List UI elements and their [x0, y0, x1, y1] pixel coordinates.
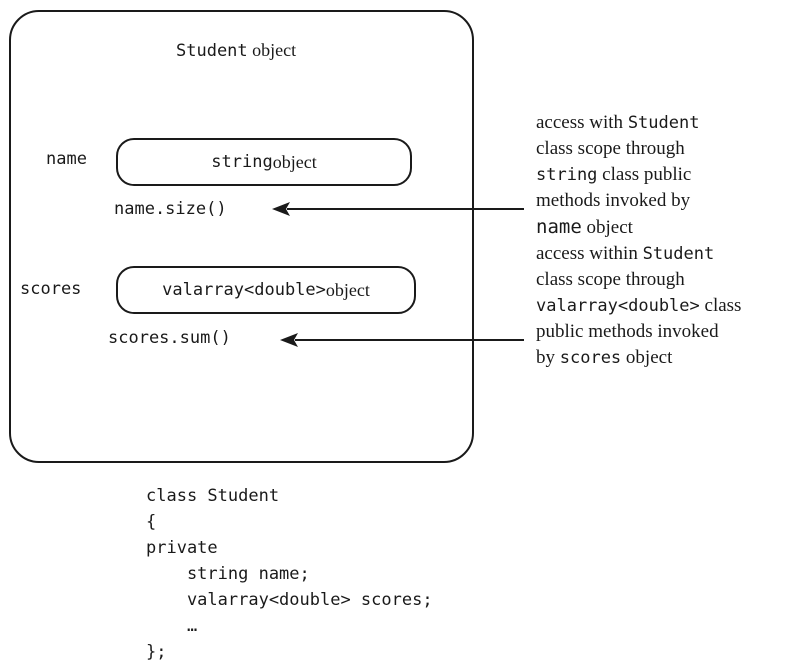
valarray-object-suffix: object: [325, 279, 370, 300]
name-access-arrow: [272, 202, 524, 216]
string-object-suffix: object: [272, 151, 317, 172]
student-object-box: [9, 10, 474, 463]
student-object-suffix: object: [247, 40, 297, 60]
name-size-call: name.size(): [114, 199, 227, 219]
note1-line4: methods invoked by: [536, 190, 691, 211]
valarray-object-pill: valarray<double> object: [116, 266, 416, 314]
note2-line3: valarray<double> class: [536, 295, 742, 316]
scores-access-arrow: [280, 333, 524, 347]
note2-line2: class scope through: [536, 269, 685, 290]
note1-line2: class scope through: [536, 138, 685, 159]
code-line: {: [146, 512, 157, 532]
student-object-title: Student object: [176, 40, 296, 61]
scores-sum-call: scores.sum(): [108, 328, 231, 348]
note1-line1: access with Student: [536, 112, 700, 133]
code-line: class Student: [146, 486, 280, 506]
scores-member-label: scores: [20, 279, 82, 299]
code-line: valarray<double> scores;: [146, 590, 433, 610]
note1-line3: string class public: [536, 164, 692, 185]
string-object-pill: string object: [116, 138, 412, 186]
valarray-class-name: valarray<double>: [162, 280, 326, 300]
note2-line5: by scores object: [536, 347, 673, 368]
code-line: };: [146, 642, 167, 662]
note2-line4: public methods invoked: [536, 321, 719, 342]
code-line: …: [146, 616, 198, 636]
code-line: string name;: [146, 564, 310, 584]
note1-line5: name object: [536, 216, 633, 238]
name-member-label: name: [46, 149, 87, 169]
student-class-name: Student: [176, 41, 248, 61]
code-line: private: [146, 538, 218, 558]
note2-line1: access within Student: [536, 243, 715, 264]
string-class-name: string: [211, 152, 273, 172]
